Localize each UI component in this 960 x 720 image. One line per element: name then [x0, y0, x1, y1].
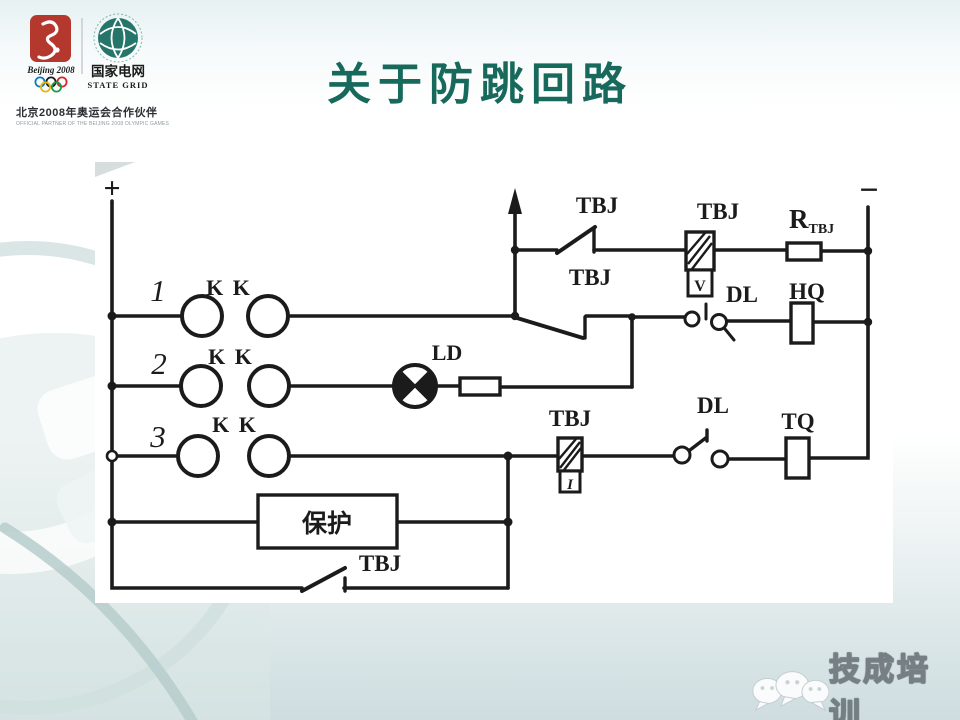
partner-text-en: OFFICIAL PARTNER OF THE BEIJING 2008 OLY…	[16, 121, 170, 127]
state-grid-name-cn: 国家电网	[91, 63, 145, 79]
watermark: 技成培训	[748, 644, 960, 720]
tbj-coil-row3-label: TBJ	[549, 406, 591, 431]
voltage-coil-mark: V	[694, 278, 706, 295]
tbj-coil-top-label: TBJ	[697, 199, 739, 224]
row1-number: 1	[150, 273, 166, 308]
kk-label-row1: K K	[206, 275, 252, 300]
beijing-2008-emblem-icon: Beijing 2008	[26, 15, 75, 75]
ld-label: LD	[432, 340, 463, 365]
dl-breaker-contact-row3	[672, 428, 730, 469]
current-coil-mark: I	[566, 477, 574, 493]
ld-lamp-icon	[392, 363, 438, 409]
open-junction-dot	[105, 449, 119, 463]
tbj-contact-mid-label: TBJ	[569, 265, 611, 290]
dl-breaker-contact-row1	[683, 302, 736, 342]
tbj-contact-top-label: TBJ	[576, 193, 618, 218]
dl-label-row3: DL	[697, 393, 729, 418]
scan-corner-fold	[95, 162, 135, 177]
page-title: 关于防跳回路	[327, 60, 633, 109]
hq-label: HQ	[789, 279, 825, 304]
watermark-brand-text: 技成培训	[828, 651, 931, 720]
state-grid-name-en: STATE GRID	[88, 80, 149, 90]
row2-number: 2	[151, 346, 167, 381]
beijing-script: Beijing 2008	[26, 65, 75, 75]
olympic-rings-icon	[34, 76, 68, 93]
anti-pumping-circuit-diagram: + − 1 2 3 K K K K K K TBJ TBJ TBJ TBJ TB…	[103, 172, 879, 593]
state-grid-globe-icon	[93, 13, 143, 63]
kk-label-row3: K K	[212, 412, 258, 437]
r-label-main: R	[789, 204, 809, 234]
protection-box-label: 保护	[301, 510, 352, 538]
coils-and-resistors	[256, 230, 823, 550]
tbj-contact-bottom-label: TBJ	[359, 551, 401, 576]
circuit-scan-area: + − 1 2 3 K K K K K K TBJ TBJ TBJ TBJ TB…	[95, 162, 893, 603]
kk-label-row2: K K	[208, 344, 254, 369]
sponsor-logo-block: Beijing 2008 国家电网 STATE GRID 北京2008年奥运会合…	[16, 10, 170, 127]
tq-label: TQ	[781, 409, 814, 434]
tbj-contact-blades	[300, 225, 597, 593]
kk-switch-contacts	[176, 294, 291, 478]
arrow-up-icon	[508, 188, 522, 316]
bus-minus-label: −	[859, 172, 878, 209]
logo-row: Beijing 2008 国家电网 STATE GRID	[26, 13, 149, 93]
chat-bubbles-icon	[752, 671, 829, 712]
partner-text-cn: 北京2008年奥运会合作伙伴	[16, 107, 158, 119]
row3-number: 3	[149, 419, 166, 454]
dl-label-row1: DL	[726, 282, 758, 307]
r-tbj-label: RTBJ	[789, 204, 834, 237]
r-label-subscript: TBJ	[809, 222, 835, 237]
